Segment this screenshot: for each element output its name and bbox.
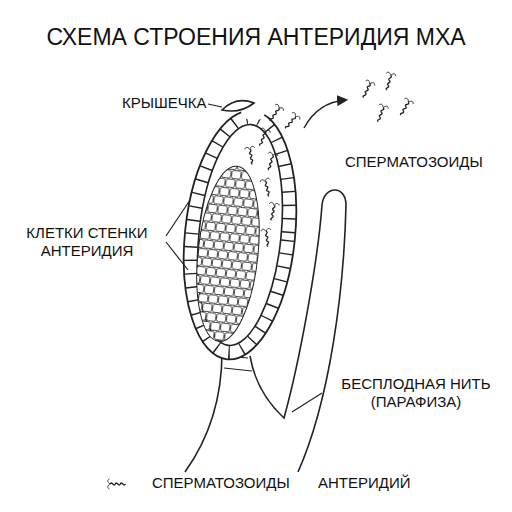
inner-wall [188,120,293,349]
leader-line [166,200,190,270]
lid [222,101,254,111]
part-label: АНТЕРИДИЙ [318,474,411,492]
wall-cells [180,113,300,358]
antheridium [172,97,308,365]
outer-wall [172,105,308,365]
part-label: БЕСПЛОДНАЯ НИТЬ (ПАРАФИЗА) [326,375,506,411]
part-label: КЛЕТКИ СТЕНКИ АНТЕРИДИЯ [12,224,162,260]
leader-line [208,104,222,107]
part-label: КРЫШЕЧКА [122,94,207,112]
legend-sample [108,479,126,489]
stalk-outline [185,352,222,472]
legend-text: СПЕРМАТОЗОИДЫ [152,474,290,492]
release-arrow [304,100,346,128]
spermatogenous-cells [189,163,267,344]
leader-line [292,393,322,412]
part-label: СПЕРМАТОЗОИДЫ [345,153,483,171]
diagram-title: СХЕМА СТРОЕНИЯ АНТЕРИДИЯ МХА [0,24,512,52]
